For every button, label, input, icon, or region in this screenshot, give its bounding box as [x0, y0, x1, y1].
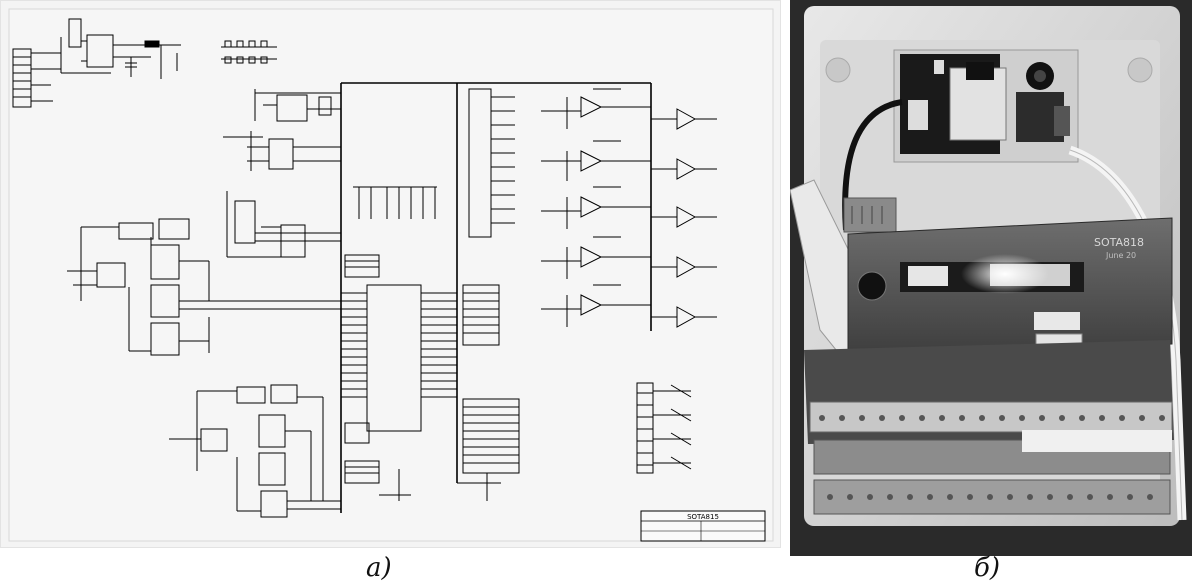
- input-connector: [12, 48, 61, 108]
- decoupling-caps: [353, 186, 437, 219]
- terminal-block-top: [843, 197, 897, 233]
- main-pcb: SOTA818 June 20: [847, 217, 1173, 353]
- power-header: [221, 40, 277, 64]
- schematic-drawing: SOTA815: [8, 8, 774, 542]
- relay-outputs: [636, 382, 692, 474]
- amplifier-block-1: [254, 89, 341, 122]
- photo-panel: SOTA818 June 20: [790, 0, 1192, 556]
- caption-b: б): [974, 553, 1001, 583]
- title-block-text: SOTA815: [687, 513, 719, 521]
- schematic-panel: SOTA815: [0, 0, 781, 548]
- microcontroller: [341, 284, 457, 432]
- board-date: June 20: [1105, 251, 1136, 260]
- terminal-screws: [819, 415, 1165, 500]
- power-supply-module: [893, 49, 1079, 163]
- bus-headers: [344, 254, 411, 501]
- output-stages: [541, 88, 717, 328]
- input-stage-bottom: [169, 384, 341, 518]
- terminal-board: [804, 340, 1174, 515]
- amplifier-block-3: [226, 191, 341, 258]
- output-connectors: [457, 88, 520, 501]
- caption-a: а): [366, 553, 392, 583]
- input-stage-left: [67, 218, 341, 356]
- board-label: SOTA818: [1094, 236, 1144, 249]
- regulator-block: [60, 18, 181, 79]
- photo-drawing: SOTA818 June 20: [790, 0, 1192, 556]
- title-block: SOTA815: [640, 510, 766, 542]
- amplifier-block-2: [223, 131, 341, 171]
